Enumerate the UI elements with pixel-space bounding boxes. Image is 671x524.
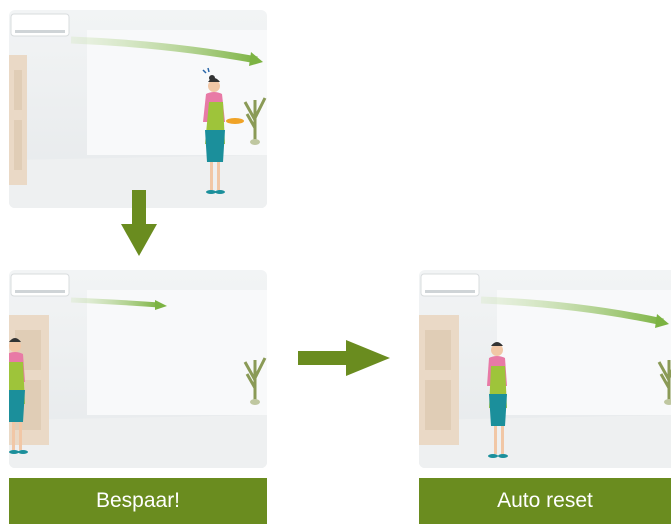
room-illustration-3	[419, 270, 671, 468]
arrow-right-icon	[298, 340, 392, 381]
auto-reset-label: Auto reset	[419, 478, 671, 524]
save-label: Bespaar!	[9, 478, 267, 524]
arrow-down-icon	[121, 190, 157, 263]
room-illustration-2	[9, 270, 267, 468]
scene-person-returns	[419, 270, 671, 468]
scene-person-in-room	[9, 10, 267, 208]
room-illustration-1	[9, 10, 267, 208]
scene-person-leaving	[9, 270, 267, 468]
